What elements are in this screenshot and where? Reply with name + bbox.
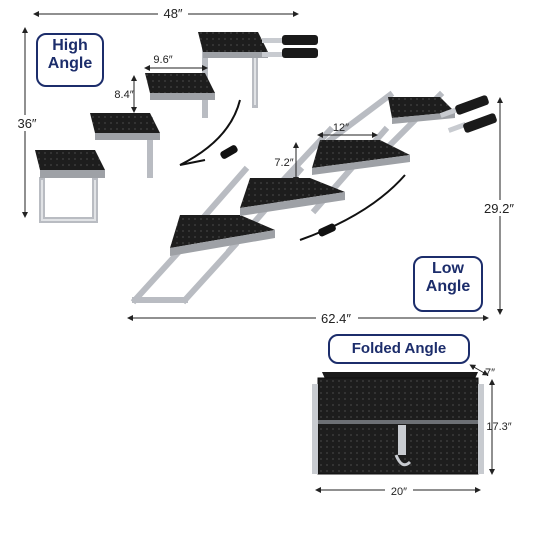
high-handles bbox=[262, 35, 318, 58]
dim-high-step-depth: 9.6″ bbox=[153, 54, 172, 66]
dim-high-rise: 8.4″ bbox=[114, 89, 133, 101]
low-tread-1 bbox=[170, 215, 275, 256]
dim-folded-height: 17.3″ bbox=[486, 421, 511, 433]
high-angle-line-2: Angle bbox=[47, 55, 93, 73]
dim-high-width: 48″ bbox=[163, 6, 182, 21]
low-angle-line-2: Angle bbox=[425, 278, 471, 296]
dim-low-length: 62.4″ bbox=[321, 311, 351, 326]
dim-low-height: 29.2″ bbox=[484, 201, 514, 216]
high-strap bbox=[179, 99, 241, 166]
low-handles bbox=[439, 95, 497, 133]
low-angle-badge: Low Angle bbox=[413, 256, 483, 312]
low-tread-4 bbox=[388, 97, 455, 124]
dim-high-height: 36″ bbox=[17, 116, 36, 131]
dim-low-rise: 7.2″ bbox=[274, 157, 293, 169]
folded-angle-badge: Folded Angle bbox=[328, 334, 470, 364]
high-tread-2 bbox=[90, 113, 160, 140]
high-tread-3 bbox=[145, 73, 215, 100]
high-angle-badge: High Angle bbox=[36, 33, 104, 87]
folded-angle-label: Folded Angle bbox=[351, 340, 447, 357]
dim-low-step-depth: 12″ bbox=[333, 122, 349, 134]
high-angle-steps bbox=[35, 32, 318, 223]
folded-steps bbox=[312, 372, 484, 475]
high-tread-1 bbox=[35, 150, 105, 178]
dim-folded-depth: 7″ bbox=[485, 367, 495, 379]
dim-folded-width: 20″ bbox=[391, 486, 407, 498]
low-strap bbox=[299, 174, 406, 241]
high-tread-4 bbox=[198, 32, 268, 58]
low-angle-line-1: Low bbox=[432, 260, 464, 277]
dimension-labels: 48″ 36″ 9.6″ 8.4″ 12″ 7.2″ 29.2″ 62.4″ 7… bbox=[12, 5, 520, 498]
high-angle-line-1: High bbox=[52, 37, 88, 54]
low-tread-3 bbox=[312, 140, 410, 175]
low-tread-2 bbox=[240, 178, 345, 216]
low-angle-steps bbox=[130, 90, 497, 305]
